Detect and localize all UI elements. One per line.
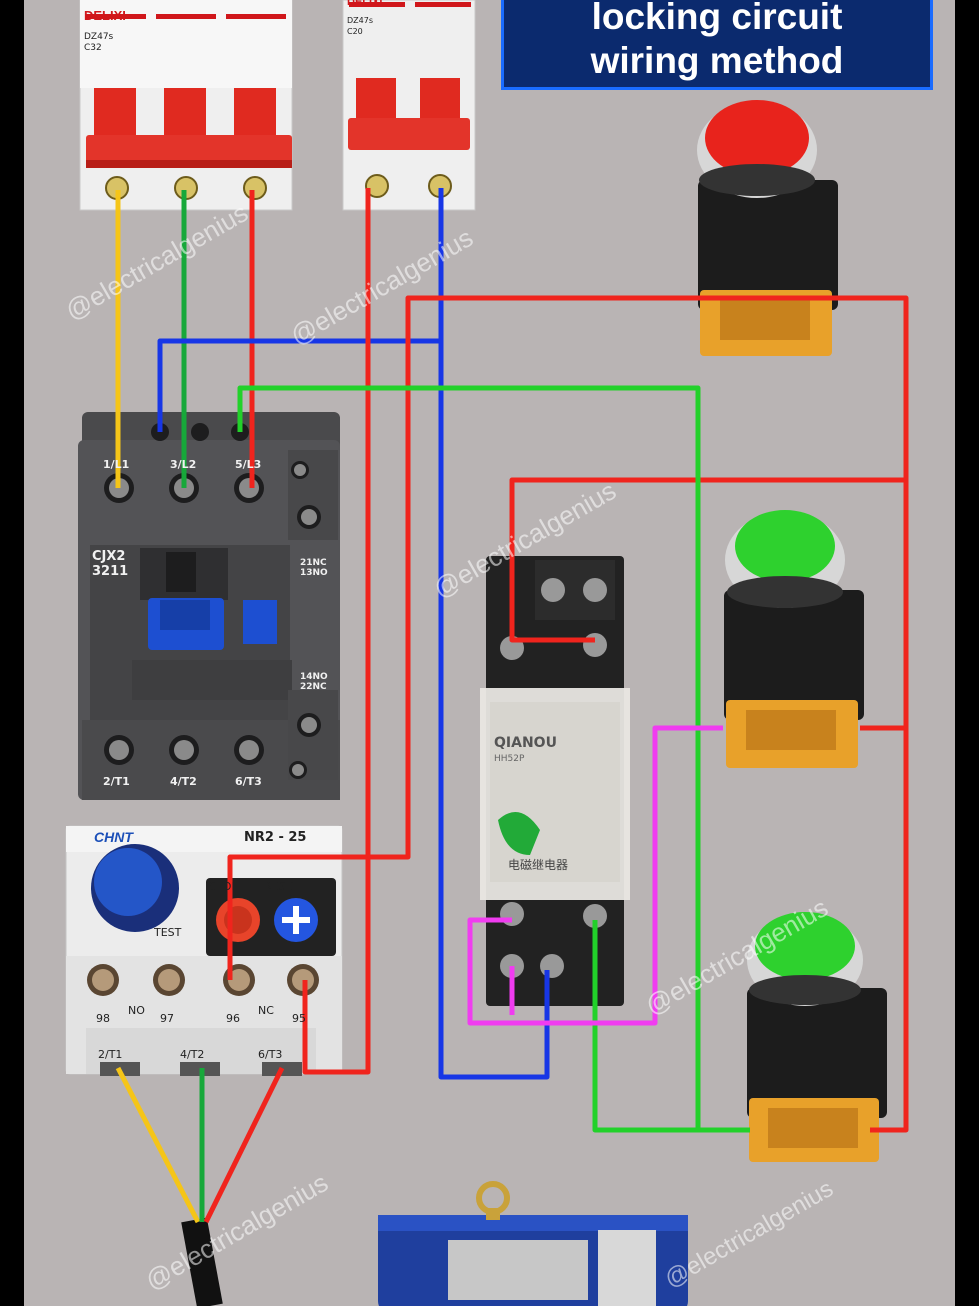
overload-contact-97: 97 [160, 1012, 174, 1025]
contactor-terminal-t3: 6/T3 [235, 775, 262, 788]
breaker-3p-rating: C32 [84, 43, 102, 53]
contactor-aux-21nc: 21NC [300, 558, 327, 568]
wire-red-stop-to-relay [509, 477, 906, 643]
contactor-aux-13no: 13NO [300, 568, 328, 578]
breaker-2p-rating: C20 [347, 27, 363, 36]
contactor [78, 412, 340, 800]
overload-output-t2: 4/T2 [180, 1048, 205, 1061]
contactor-aux-14no: 14NO [300, 672, 328, 682]
contactor-terminal-t1: 2/T1 [103, 775, 130, 788]
breaker-2-pole [342, 0, 476, 211]
wire-green-aux [237, 385, 750, 1133]
contactor-number: 3211 [92, 564, 129, 579]
motor [378, 1181, 688, 1306]
overload-output-t1: 2/T1 [98, 1048, 123, 1061]
contactor-bottom-screws [104, 713, 321, 779]
stop-push-button[interactable] [697, 100, 838, 356]
contactor-terminal-l2: 3/L2 [170, 458, 197, 471]
wire-magenta [467, 725, 723, 1026]
wire-green-relay [592, 920, 700, 1133]
contactor-terminal-l1: 1/L1 [103, 458, 130, 471]
intermediate-relay [480, 556, 630, 1006]
breaker-3p-model: DZ47s [84, 32, 114, 42]
relay-chinese-label: 电磁继电器 [508, 858, 569, 872]
overload-contact-nc: NC [258, 1004, 274, 1017]
wire-blue-coil [157, 338, 441, 432]
title-line-1: locking circuit [591, 0, 843, 37]
contactor-model: CJX2 [92, 549, 126, 564]
breaker-3-pole [79, 0, 293, 211]
wire-red-overload-to-stop [227, 295, 909, 1133]
contactor-aux-22nc: 22NC [300, 682, 327, 692]
overload-contact-96: 96 [226, 1012, 240, 1025]
motor-cable [115, 1066, 285, 1306]
start-push-button-2[interactable] [747, 912, 887, 1162]
contactor-terminal-l3: 5/L3 [235, 458, 262, 471]
breaker-3p-brand: DELIXI [84, 8, 126, 23]
wires [115, 188, 909, 1133]
overload-contact-95: 95 [292, 1012, 306, 1025]
overload-stop-label: STOP [209, 880, 238, 893]
overload-output-t3: 6/T3 [258, 1048, 283, 1061]
overload-contact-98: 98 [96, 1012, 110, 1025]
breaker-3p-terminals [105, 176, 267, 200]
contactor-terminal-t2: 4/T2 [170, 775, 197, 788]
wire-red-control [302, 188, 371, 1075]
start-push-button-1[interactable] [724, 510, 864, 768]
overload-relay [65, 825, 343, 1076]
title-banner: locking circuit wiring method [501, 0, 933, 90]
title-line-2: wiring method [590, 40, 844, 81]
overload-reset-label: RESET [264, 880, 300, 893]
relay-model: HH52P [494, 754, 525, 764]
breaker-2p-brand: DELIXI [347, 0, 383, 8]
overload-model: NR2 - 25 [244, 830, 307, 845]
breaker-2p-model: DZ47s [347, 16, 373, 25]
overload-screws [87, 964, 319, 996]
overload-contact-no: NO [128, 1004, 145, 1017]
overload-brand: CHNT [94, 829, 133, 845]
relay-brand: QIANOU [494, 735, 557, 751]
overload-test-label: TEST [154, 926, 182, 939]
